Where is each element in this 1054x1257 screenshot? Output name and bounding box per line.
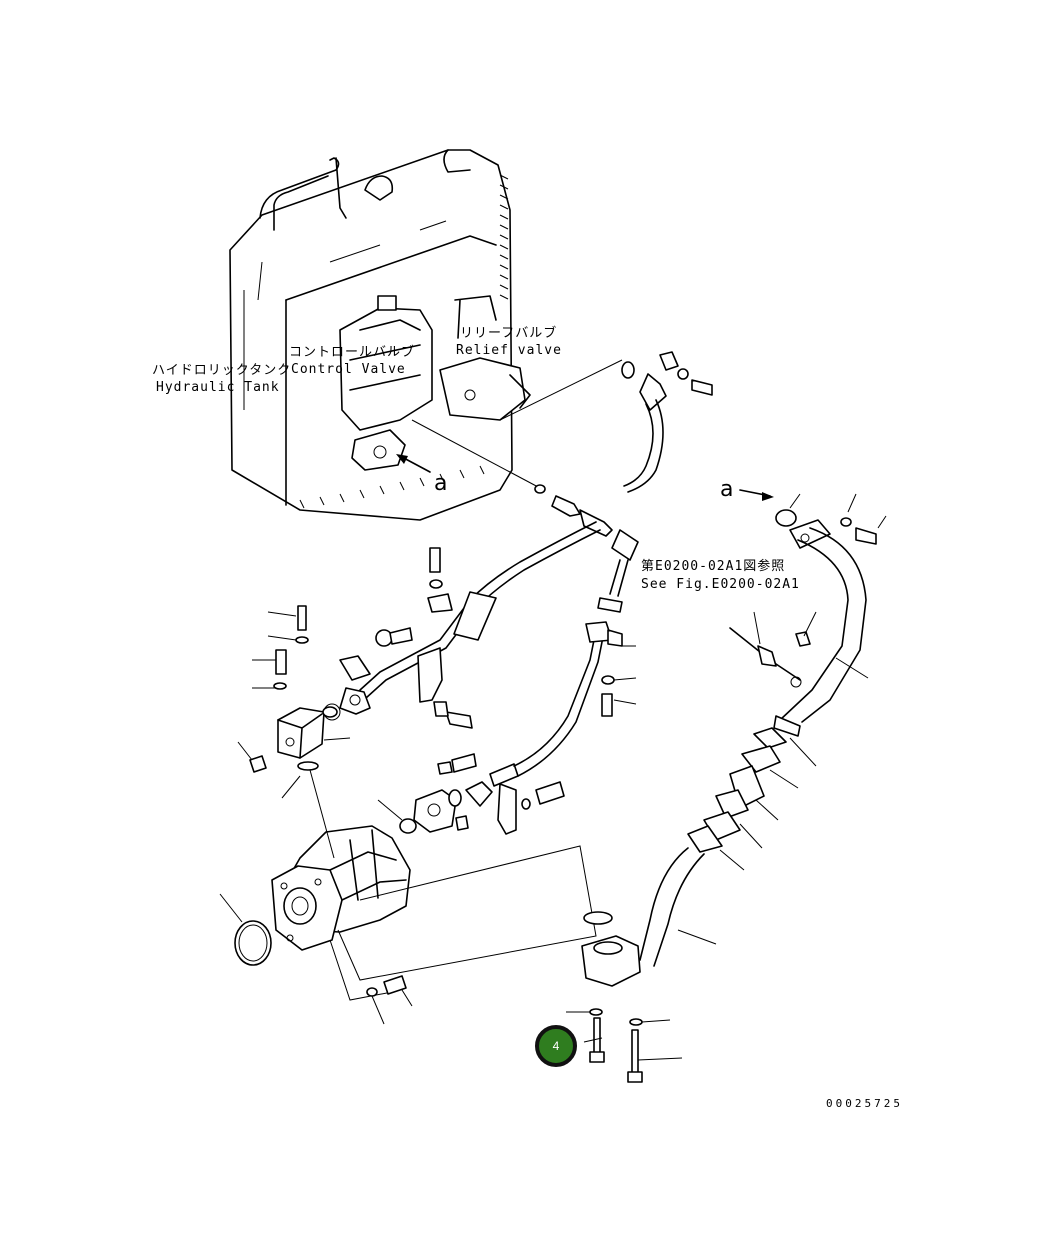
callout-4-number: 4 — [553, 1039, 560, 1053]
ref-a-right-label: a — [720, 477, 733, 502]
middle-flange-assembly — [413, 621, 637, 835]
hydraulic-tank-drawing — [229, 149, 513, 521]
relief-valve-drawing — [439, 295, 531, 421]
control-valve-label-en: Control Valve — [291, 362, 406, 377]
relief-valve-label-en: Relief valve — [456, 343, 562, 358]
right-pipe-assembly — [566, 493, 887, 1083]
see-fig-label-jp: 第E0200-02A1図参照 — [641, 558, 785, 574]
hydraulic-tank-label-en: Hydraulic Tank — [156, 380, 280, 395]
left-hose-assembly — [323, 521, 601, 729]
document-number: 00025725 — [826, 1097, 903, 1110]
relief-valve-label-jp: リリーフバルブ — [460, 325, 557, 341]
ref-arrows — [396, 454, 774, 501]
callout-4-badge[interactable]: 4 — [535, 1025, 577, 1067]
left-block-assembly — [237, 605, 351, 773]
see-fig-label-en: See Fig.E0200-02A1 — [641, 577, 800, 592]
hydraulic-pump-drawing — [219, 761, 597, 1025]
control-valve-drawing — [339, 295, 433, 471]
hydraulic-tank-label-jp: ハイドロリックタンク — [152, 363, 291, 378]
control-valve-label-jp: コントロールバルブ — [289, 344, 415, 360]
ref-a-left-label: a — [434, 471, 447, 496]
upper-hose-assembly — [411, 351, 713, 613]
